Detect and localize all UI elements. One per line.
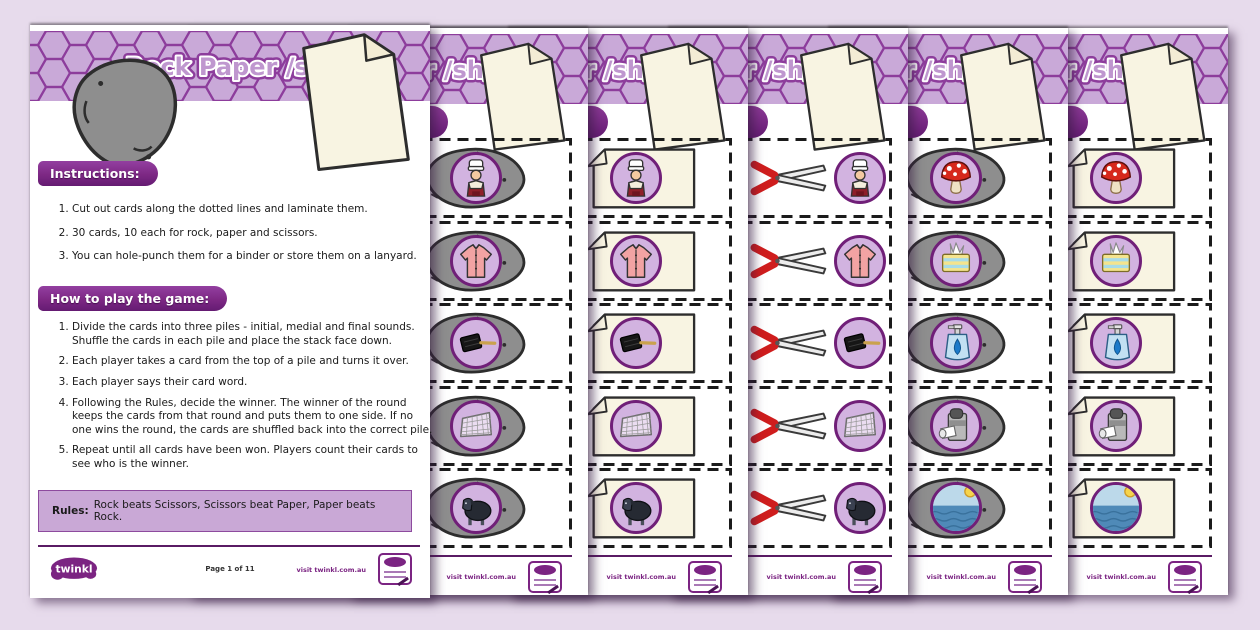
twinkl-badge-icon — [688, 561, 722, 594]
how-to-play-item: Each player takes a card from the top of… — [72, 355, 434, 369]
shirt-icon — [450, 234, 502, 287]
worksheet-page-1: Rock Paper /sh/ Rock Paper /sh/ Instruct… — [30, 25, 432, 598]
how-to-play-item: Each player says their card word. — [72, 376, 434, 390]
brush-icon — [834, 317, 886, 369]
paper-card — [844, 468, 1212, 548]
footer-divider — [38, 545, 420, 547]
visit-link-text: visit twinkl.com.au — [926, 573, 997, 581]
how-to-play-item: Divide the cards into three piles - init… — [72, 321, 434, 348]
scissors-card — [524, 468, 892, 548]
page-number: Page 1 of 11 — [205, 565, 255, 573]
how-to-play-item: Repeat until all cards have been won. Pl… — [72, 444, 434, 471]
tissues-icon — [1090, 234, 1142, 287]
chef-icon — [610, 152, 662, 204]
scissors-icon — [744, 485, 830, 531]
how-to-play-list: Divide the cards into three piles - init… — [54, 321, 434, 479]
net-icon — [834, 399, 886, 452]
net-icon — [610, 399, 662, 452]
machine-icon — [1090, 399, 1142, 452]
visit-link-text: visit twinkl.com.au — [606, 573, 677, 581]
instructions-list: Cut out cards along the dotted lines and… — [54, 203, 434, 274]
visit-link-text: visit twinkl.com.au — [766, 573, 837, 581]
twinkl-logo: twinkl — [50, 557, 98, 580]
paper-sheet-icon — [295, 28, 415, 180]
twinkl-badge-icon — [848, 561, 882, 594]
sheep-icon — [450, 482, 502, 534]
twinkl-badge-icon — [1168, 561, 1202, 594]
scissors-icon — [744, 403, 830, 449]
chef-icon — [834, 152, 886, 204]
instruction-item: You can hole-punch them for a binder or … — [72, 250, 434, 264]
instruction-item: Cut out cards along the dotted lines and… — [72, 203, 434, 217]
rules-text: Rock beats Scissors, Scissors beat Paper… — [93, 499, 376, 523]
rules-label: Rules: — [52, 505, 89, 517]
shirt-icon — [834, 234, 886, 287]
tissues-icon — [930, 234, 982, 287]
sheep-icon — [834, 482, 886, 534]
instruction-item: 30 cards, 10 each for rock, paper and sc… — [72, 227, 434, 241]
scissors-icon — [744, 238, 830, 284]
ocean-icon — [1090, 482, 1142, 534]
rock-card — [684, 385, 1052, 466]
scissors-icon — [744, 320, 830, 366]
twinkl-logo-text: twinkl — [55, 562, 92, 575]
soap-icon — [930, 317, 982, 369]
how-to-play-heading: How to play the game: — [38, 286, 228, 311]
mushroom-icon — [930, 152, 982, 204]
card-column — [844, 138, 1212, 551]
instructions-heading: Instructions: — [38, 161, 158, 186]
sheep-icon — [610, 482, 662, 534]
mushroom-icon — [1090, 152, 1142, 204]
rock-card — [204, 468, 572, 548]
ocean-icon — [930, 482, 982, 534]
card-column — [524, 138, 892, 551]
brush-icon — [610, 317, 662, 369]
visit-link-text: visit twinkl.com.au — [446, 573, 517, 581]
shirt-icon — [610, 234, 662, 287]
twinkl-badge-icon — [528, 561, 562, 594]
brush-icon — [450, 317, 502, 369]
card-column — [204, 138, 572, 551]
scissors-icon — [744, 155, 830, 201]
machine-icon — [930, 399, 982, 452]
twinkl-badge-icon — [378, 553, 412, 586]
how-to-play-item: Following the Rules, decide the winner. … — [72, 397, 434, 438]
net-icon — [450, 399, 502, 452]
twinkl-badge-icon — [1008, 561, 1042, 594]
soap-icon — [1090, 317, 1142, 369]
visit-link-text: visit twinkl.com.au — [1086, 573, 1157, 581]
rules-box: Rules: Rock beats Scissors, Scissors bea… — [38, 490, 412, 532]
chef-icon — [450, 152, 502, 204]
visit-link-text: visit twinkl.com.au — [296, 566, 367, 574]
